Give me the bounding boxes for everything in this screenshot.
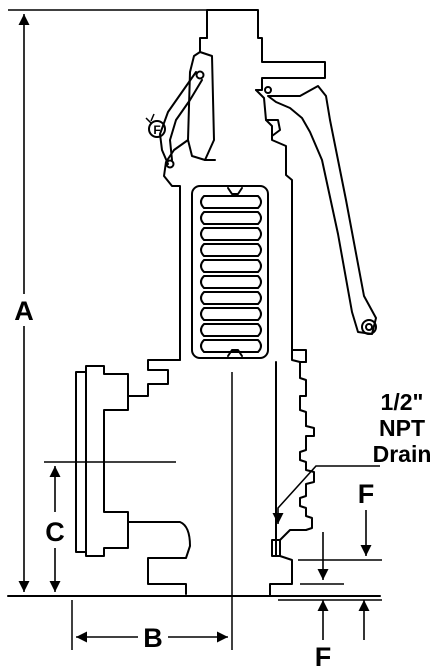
upper-body-right: [255, 89, 307, 363]
bonnet-cap: [206, 9, 326, 91]
lever-arm: [267, 85, 377, 335]
bonnet-flange: [127, 359, 181, 397]
spring-housing: [191, 185, 269, 359]
dimension-a-label: A: [14, 296, 34, 326]
drain-callout: 1/2" NPT Drain: [373, 389, 432, 467]
dimension-lines: [8, 9, 382, 650]
inlet-body: [299, 425, 315, 531]
drain-type-label: NPT: [379, 415, 425, 441]
dimension-b-label: B: [143, 623, 163, 653]
dimension-c-label: C: [45, 517, 65, 547]
outlet-flange: [85, 365, 129, 557]
f-marker-label: F: [153, 123, 160, 137]
drain-size-label: 1/2": [381, 389, 424, 415]
spring-coils: [200, 195, 262, 353]
upper-body-left: [163, 37, 208, 361]
valve-body: [7, 9, 381, 597]
f-marker: F: [145, 113, 166, 138]
drain-name-label: Drain: [373, 441, 432, 467]
dimension-f-top-label: F: [358, 479, 375, 509]
dimension-f-bottom-label: F: [315, 642, 332, 670]
